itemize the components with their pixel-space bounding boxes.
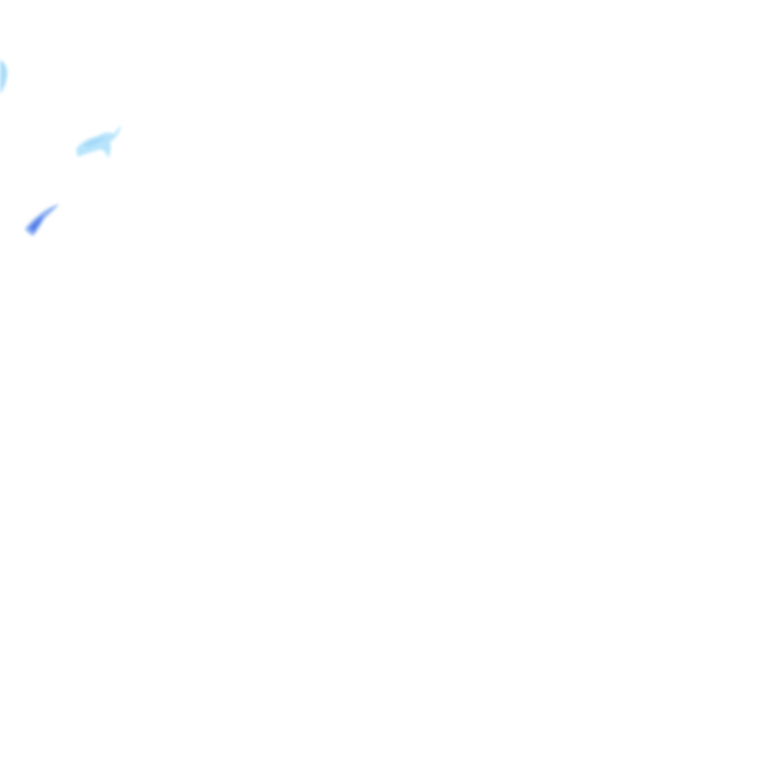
precip-cell-west-edge — [0, 60, 8, 94]
precip-cell-west-streak — [25, 204, 59, 236]
precip-cell-northwest-band — [76, 126, 121, 158]
